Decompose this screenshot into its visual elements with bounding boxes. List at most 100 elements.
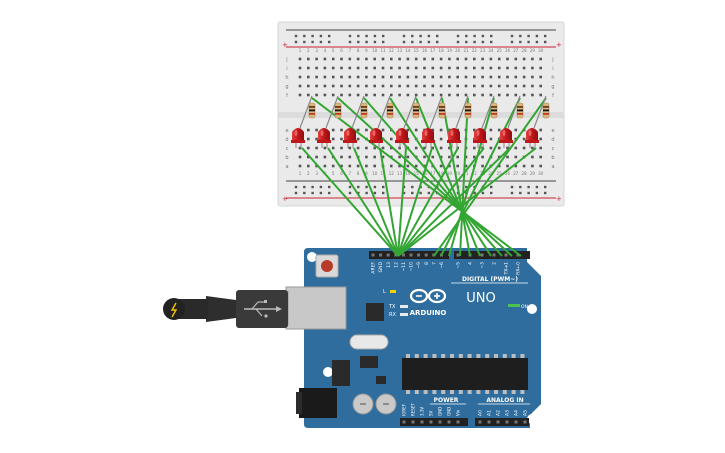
breadboard-hole [356,146,360,150]
power-pin-hole[interactable] [420,420,424,424]
reset-button-cap[interactable] [321,260,333,272]
breadboard-hole [539,146,542,150]
breadboard-hole [381,66,385,70]
analog-in-label: ANALOG IN [486,397,523,404]
digital-pin-label: 13 [386,262,392,268]
breadboard-hole [406,75,410,79]
header-pin-hole[interactable] [504,253,508,257]
red-led[interactable] [395,128,409,148]
chip-leg [414,354,419,358]
breadboard-hole [340,155,343,159]
header-pin-hole[interactable] [480,253,484,257]
signal-wire[interactable] [459,97,469,257]
ground-wire[interactable] [397,147,459,257]
signal-wire[interactable] [389,97,492,257]
header-pin-hole[interactable] [424,253,428,257]
analog-pin-hole[interactable] [487,420,491,424]
rail-hole [527,34,530,38]
resistor[interactable] [299,95,316,129]
breadboard-hole [439,84,443,88]
rail-hole [535,185,539,189]
power-pin-hole[interactable] [456,420,460,424]
signal-wire[interactable] [433,97,547,257]
signal-wire[interactable] [363,97,503,257]
ground-wire[interactable] [301,147,399,257]
resistor[interactable] [455,95,472,129]
usb-cable[interactable] [163,290,288,328]
row-letter: j [285,57,287,63]
red-led[interactable] [343,128,357,148]
analog-pin-hole[interactable] [505,420,509,424]
breadboard-hole [390,66,393,70]
red-led[interactable] [473,128,487,148]
breadboard-hole [431,84,435,88]
power-pin-hole[interactable] [402,420,406,424]
rail-hole [527,185,530,189]
header-pin-hole[interactable] [386,253,390,257]
rail-hole [490,191,493,195]
resistor[interactable] [377,95,394,129]
ground-wire[interactable] [397,147,407,257]
rail-hole [373,40,377,44]
digital-pin-label: ~3 [480,262,486,269]
resistor[interactable] [403,95,420,129]
ground-wire[interactable] [353,147,399,257]
column-number: 16 [422,48,428,53]
breadboard-hole [473,57,476,61]
signal-wire[interactable] [441,97,471,257]
analog-pin-hole[interactable] [478,420,482,424]
analog-pin-hole[interactable] [496,420,500,424]
power-pin-hole[interactable] [447,420,451,424]
ground-wire[interactable] [397,147,537,257]
column-number: 26 [505,48,511,53]
bottom-plus-sign: + [282,195,288,203]
ground-wire[interactable] [327,147,399,257]
signal-wire[interactable] [415,97,481,257]
power-pin-hole[interactable] [429,420,433,424]
analog-pin-hole[interactable] [514,420,518,424]
red-led[interactable] [369,128,383,148]
breadboard[interactable]: + + + + 11223344556677889910101111121213… [277,21,565,207]
resistor[interactable] [481,95,498,129]
column-number: 9 [365,171,368,176]
resistor[interactable] [429,95,446,129]
signal-wire[interactable] [337,97,513,257]
breadboard-hole [497,155,501,159]
dc-power-jack [299,388,337,418]
red-led[interactable] [291,128,305,148]
breadboard-hole [423,66,426,70]
header-pin-hole[interactable] [456,253,460,257]
resistor[interactable] [351,95,368,129]
header-pin-hole[interactable] [516,253,520,257]
signal-wire[interactable] [311,97,522,257]
red-led[interactable] [317,128,331,148]
header-pin-hole[interactable] [401,253,405,257]
ground-wire[interactable] [397,147,433,257]
header-pin-hole[interactable] [371,253,375,257]
signal-wire[interactable] [448,97,495,257]
arduino-brand-text: ARDUINO [410,309,447,317]
header-pin-hole[interactable] [492,253,496,257]
red-led[interactable] [525,128,539,148]
resistor[interactable] [533,95,550,129]
breadboard-hole [506,57,509,61]
breadboard-hole [514,128,518,132]
header-pin-hole[interactable] [417,253,421,257]
ground-wire[interactable] [397,147,485,257]
red-led[interactable] [447,128,461,148]
power-pin-hole[interactable] [438,420,442,424]
rail-hole [481,34,485,38]
breadboard-hole [340,66,343,70]
header-pin-hole[interactable] [409,253,413,257]
digital-pin-label: 7 [431,262,437,265]
red-led[interactable] [499,128,513,148]
red-led[interactable] [421,128,435,148]
header-pin-hole[interactable] [379,253,383,257]
resistor[interactable] [507,95,524,129]
ground-wire[interactable] [379,147,399,257]
power-pin-hole[interactable] [411,420,415,424]
ground-wire[interactable] [397,147,511,257]
analog-pin-hole[interactable] [523,420,527,424]
resistor[interactable] [325,95,342,129]
